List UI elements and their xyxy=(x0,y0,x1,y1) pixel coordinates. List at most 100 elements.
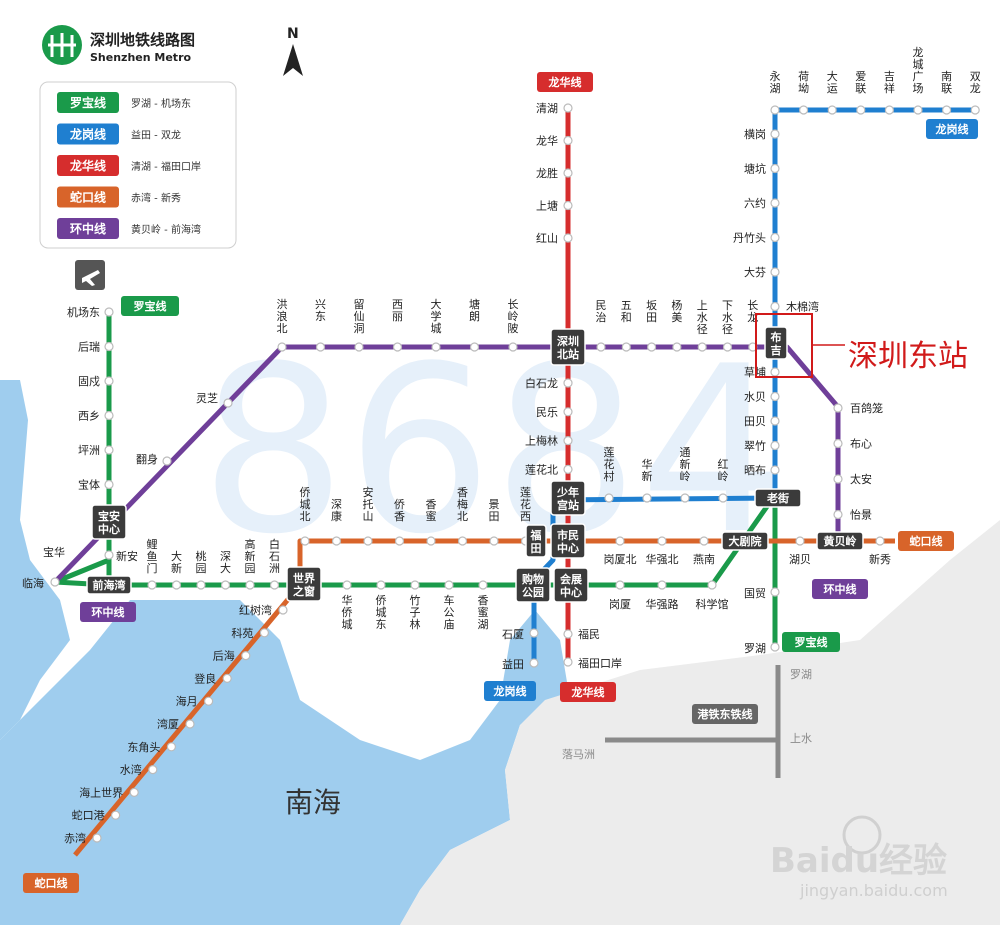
station-dot[interactable] xyxy=(220,580,231,590)
station-dot[interactable] xyxy=(185,719,195,729)
station-dot[interactable] xyxy=(426,536,436,546)
station-dot[interactable] xyxy=(104,550,114,560)
station-dot[interactable] xyxy=(529,628,539,638)
station-dot[interactable] xyxy=(770,267,780,277)
station-dot[interactable] xyxy=(697,342,707,352)
station-dot[interactable] xyxy=(315,342,326,352)
station-dot[interactable] xyxy=(941,105,952,115)
station-dot[interactable] xyxy=(563,464,573,474)
line-tag[interactable] xyxy=(560,682,616,702)
interchange-station[interactable] xyxy=(550,523,586,559)
station-dot[interactable] xyxy=(770,391,780,402)
line-tag[interactable] xyxy=(537,72,593,92)
station-dot[interactable] xyxy=(104,479,114,490)
station-dot[interactable] xyxy=(104,307,114,317)
station-dot[interactable] xyxy=(680,493,690,503)
station-dot[interactable] xyxy=(615,580,625,590)
station-dot[interactable] xyxy=(147,580,157,590)
station-dot[interactable] xyxy=(646,342,657,352)
station-dot[interactable] xyxy=(489,536,499,546)
line-tag[interactable] xyxy=(898,531,954,551)
station-dot[interactable] xyxy=(104,376,114,386)
station-dot[interactable] xyxy=(770,129,780,139)
station-dot[interactable] xyxy=(342,580,352,590)
station-dot[interactable] xyxy=(410,580,420,590)
station-dot[interactable] xyxy=(241,650,251,661)
station-dot[interactable] xyxy=(245,580,255,590)
station-dot[interactable] xyxy=(277,342,287,352)
interchange-station[interactable] xyxy=(816,531,864,551)
station-dot[interactable] xyxy=(875,536,885,546)
station-dot[interactable] xyxy=(707,580,717,590)
interchange-station[interactable] xyxy=(550,328,586,366)
station-dot[interactable] xyxy=(770,105,780,115)
station-dot[interactable] xyxy=(166,742,176,752)
station-dot[interactable] xyxy=(92,833,102,843)
station-dot[interactable] xyxy=(259,628,269,638)
interchange-station[interactable] xyxy=(525,524,547,558)
station-dot[interactable] xyxy=(615,536,625,546)
station-dot[interactable] xyxy=(331,536,342,546)
station-dot[interactable] xyxy=(354,342,364,352)
station-dot[interactable] xyxy=(770,440,780,451)
station-dot[interactable] xyxy=(529,658,539,668)
station-dot[interactable] xyxy=(444,580,454,590)
station-dot[interactable] xyxy=(833,509,843,520)
station-dot[interactable] xyxy=(563,629,573,639)
station-dot[interactable] xyxy=(223,398,233,408)
line-tag[interactable] xyxy=(121,296,179,316)
station-dot[interactable] xyxy=(478,580,488,590)
station-dot[interactable] xyxy=(672,342,682,352)
station-dot[interactable] xyxy=(833,438,843,449)
station-dot[interactable] xyxy=(278,605,288,615)
station-dot[interactable] xyxy=(148,764,158,775)
station-dot[interactable] xyxy=(363,536,373,546)
station-dot[interactable] xyxy=(657,580,667,590)
station-dot[interactable] xyxy=(770,642,780,652)
station-dot[interactable] xyxy=(196,580,206,590)
station-dot[interactable] xyxy=(642,493,652,503)
interchange-station[interactable] xyxy=(754,488,802,508)
station-dot[interactable] xyxy=(104,410,114,421)
station-dot[interactable] xyxy=(394,536,405,546)
station-dot[interactable] xyxy=(129,787,139,798)
interchange-station[interactable] xyxy=(550,480,586,516)
station-dot[interactable] xyxy=(104,341,114,352)
station-dot[interactable] xyxy=(162,456,172,466)
station-dot[interactable] xyxy=(563,200,573,211)
station-dot[interactable] xyxy=(563,233,573,243)
interchange-station[interactable] xyxy=(553,567,589,603)
station-dot[interactable] xyxy=(856,105,866,115)
line-tag[interactable] xyxy=(782,632,840,652)
station-dot[interactable] xyxy=(833,403,843,413)
station-dot[interactable] xyxy=(563,103,573,113)
station-dot[interactable] xyxy=(110,810,121,820)
station-dot[interactable] xyxy=(770,367,780,377)
station-dot[interactable] xyxy=(970,105,980,115)
interchange-station[interactable] xyxy=(721,531,769,551)
station-dot[interactable] xyxy=(770,163,780,174)
station-dot[interactable] xyxy=(604,493,614,503)
station-dot[interactable] xyxy=(770,232,780,243)
station-dot[interactable] xyxy=(833,474,843,484)
station-dot[interactable] xyxy=(269,580,280,590)
line-tag[interactable] xyxy=(812,579,868,599)
station-dot[interactable] xyxy=(563,436,573,446)
line-tag[interactable] xyxy=(692,704,758,724)
station-dot[interactable] xyxy=(457,536,468,546)
station-dot[interactable] xyxy=(469,342,480,352)
station-dot[interactable] xyxy=(563,657,573,667)
interchange-station[interactable] xyxy=(86,575,132,595)
station-dot[interactable] xyxy=(657,536,667,546)
station-dot[interactable] xyxy=(392,342,403,352)
line-tag[interactable] xyxy=(80,602,136,622)
station-dot[interactable] xyxy=(563,407,573,417)
station-dot[interactable] xyxy=(104,445,114,455)
interchange-station[interactable] xyxy=(286,566,322,602)
station-dot[interactable] xyxy=(722,342,733,352)
station-dot[interactable] xyxy=(718,493,728,503)
station-dot[interactable] xyxy=(171,580,182,590)
station-dot[interactable] xyxy=(770,465,780,475)
station-dot[interactable] xyxy=(827,105,837,115)
station-dot[interactable] xyxy=(300,536,310,546)
